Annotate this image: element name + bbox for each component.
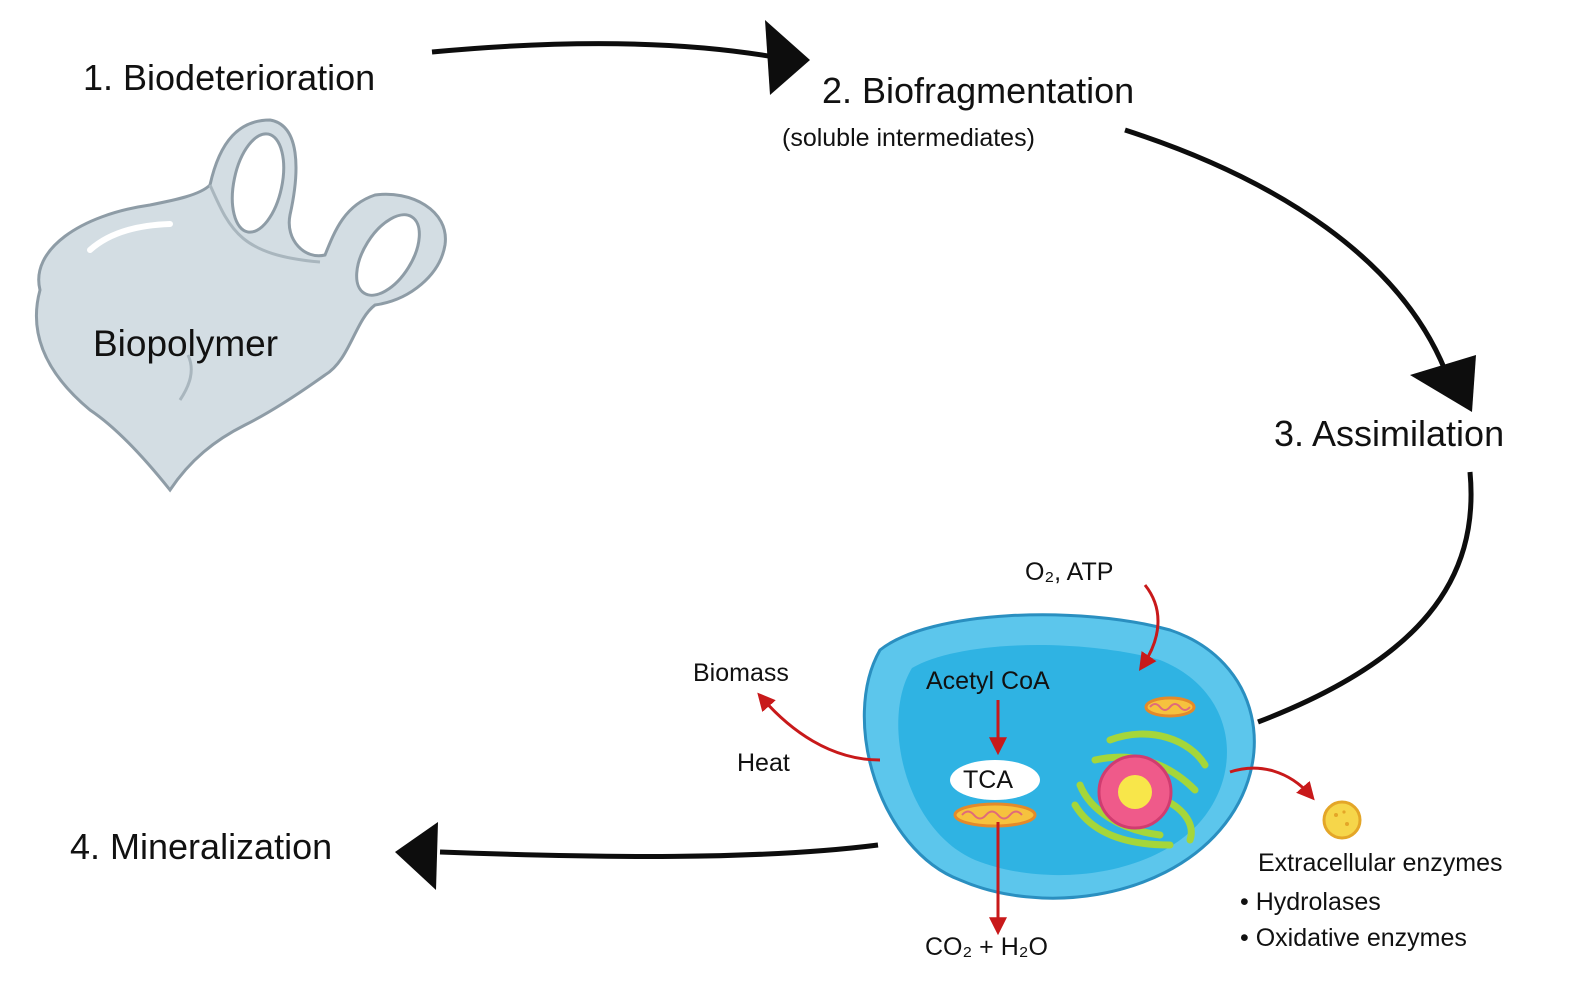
biopolymer-bag-icon: [34, 118, 447, 493]
arrowhead-to-mineralization: [395, 822, 438, 890]
enzyme-granule-icon: [1322, 800, 1362, 840]
enzyme-item: Oxidative enzymes: [1240, 920, 1467, 956]
heat-label: Heat: [737, 749, 790, 777]
biopolymer-label: Biopolymer: [93, 323, 279, 364]
nucleolus-icon: [1118, 775, 1152, 809]
enzyme-item: Hydrolases: [1240, 884, 1467, 920]
acetyl-coa-label: Acetyl CoA: [926, 667, 1050, 695]
tca-label: TCA: [963, 766, 1013, 794]
extracellular-enzymes-title: Extracellular enzymes: [1258, 849, 1503, 877]
inputs-label: O₂, ATP: [1025, 558, 1114, 586]
biofragmentation-subtitle: (soluble intermediates): [782, 124, 1035, 152]
tca-oval: [950, 760, 1040, 800]
stage-mineralization: 4. Mineralization: [70, 826, 333, 867]
mitochondrion-icon: [953, 802, 1037, 828]
biomass-label: Biomass: [693, 659, 789, 687]
microbial-cell-icon: [862, 613, 1256, 900]
products-label: CO₂ + H₂O: [925, 933, 1048, 961]
stage-biodeterioration: 1. Biodeterioration: [83, 57, 376, 98]
mitochondrion-icon: [1144, 696, 1196, 718]
cycle-arrows: [395, 20, 1476, 890]
enzyme-list: Hydrolases Oxidative enzymes: [1240, 884, 1467, 956]
metabolic-arrows: [757, 584, 1315, 936]
arrowhead-to-assimilation: [1410, 355, 1476, 412]
arrowhead-to-biofragmentation: [765, 20, 810, 95]
stage-biofragmentation: 2. Biofragmentation: [822, 70, 1135, 111]
stage-assimilation: 3. Assimilation: [1274, 413, 1505, 454]
